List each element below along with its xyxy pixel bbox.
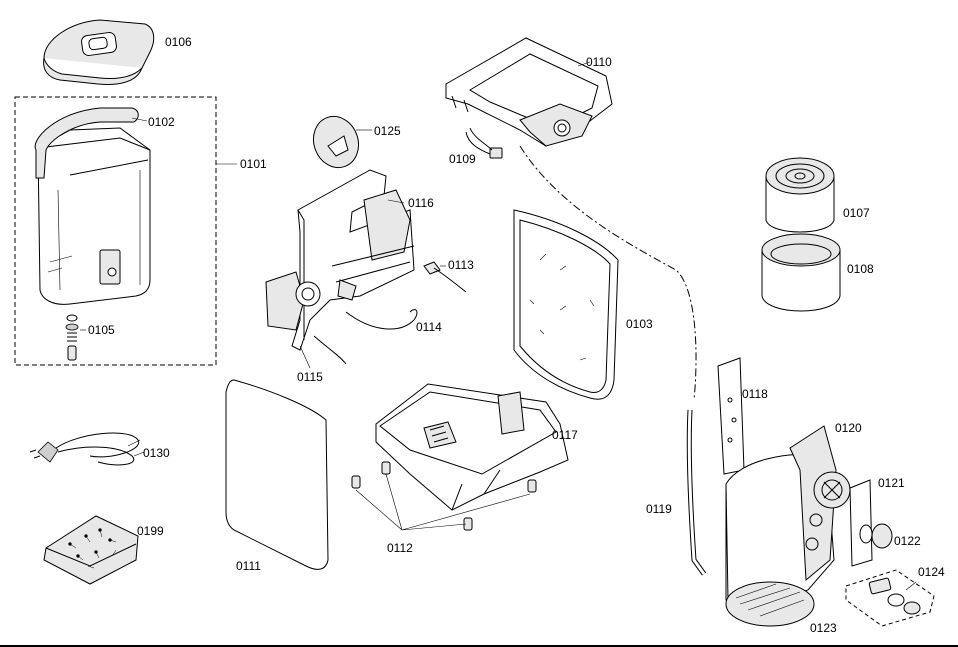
label-0102: 0102 [148, 115, 175, 129]
label-0101: 0101 [240, 157, 267, 171]
label-0199: 0199 [137, 524, 164, 538]
label-0125: 0125 [374, 124, 401, 138]
label-0107: 0107 [843, 206, 870, 220]
label-0114: 0114 [416, 320, 442, 334]
part-0106-tank-lid [43, 19, 155, 85]
part-0111-front-panel [225, 379, 329, 570]
part-0107-cup-grid [765, 157, 835, 233]
label-0117: 0117 [552, 428, 578, 442]
label-0109: 0109 [449, 152, 476, 166]
label-0130: 0130 [143, 446, 170, 460]
part-0130-power-cord [29, 432, 145, 466]
part-0105-valve-set [65, 314, 86, 361]
label-0110: 0110 [586, 55, 612, 69]
label-0124: 0124 [918, 565, 945, 579]
label-0123: 0123 [810, 621, 837, 635]
part-0116-frame [265, 169, 415, 365]
part-0117-base [375, 383, 569, 511]
hose-route-line [519, 145, 697, 401]
part-0110-top-cover [445, 37, 613, 147]
part-0101-group-box [14, 96, 217, 366]
part-0199-screw-bag [43, 515, 139, 585]
part-0124-switch-group [845, 569, 935, 627]
label-0120: 0120 [835, 421, 862, 435]
part-0108-drip-tray [761, 233, 841, 312]
label-0115: 0115 [297, 370, 323, 384]
part-0113-sensor [423, 261, 467, 293]
part-0123-housing [725, 425, 837, 627]
part-0125-knob [312, 115, 372, 169]
part-0109-connector [465, 127, 503, 159]
label-0116: 0116 [408, 196, 434, 210]
part-0102-water-tank [34, 107, 151, 305]
label-0111: 0111 [236, 559, 261, 573]
label-0113: 0113 [448, 258, 474, 272]
part-0114-tube [345, 309, 418, 330]
label-0118: 0118 [742, 387, 768, 401]
part-0120-valve-disk [813, 471, 851, 509]
label-0121: 0121 [878, 476, 905, 490]
label-0108: 0108 [847, 262, 874, 276]
part-0112-feet [351, 461, 537, 531]
part-0122-button [859, 523, 893, 549]
label-0103: 0103 [626, 317, 653, 331]
label-0106: 0106 [165, 35, 192, 49]
label-0105: 0105 [88, 323, 115, 337]
label-0122: 0122 [894, 534, 921, 548]
part-0103-side-panel [513, 209, 619, 400]
label-0112: 0112 [387, 541, 413, 555]
part-0121-front-cap [849, 479, 873, 567]
label-0119: 0119 [646, 502, 672, 516]
part-0118-plate [717, 357, 745, 475]
